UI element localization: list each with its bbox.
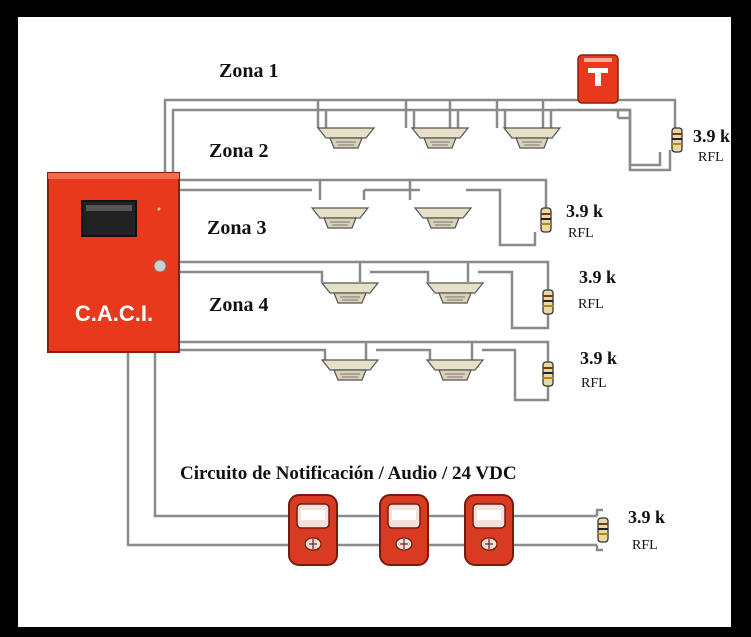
zone-2-eol-value: 3.9 k xyxy=(566,201,604,221)
resistor-icon xyxy=(542,289,554,315)
zone-4-eol-unit: RFL xyxy=(581,376,607,391)
zone-2-label: Zona 2 xyxy=(209,140,269,162)
manual-pull-station-icon xyxy=(577,54,619,104)
zone-3-circuit xyxy=(179,260,550,330)
horn-strobe-icon xyxy=(464,494,514,566)
notification-eol-unit: RFL xyxy=(632,538,658,553)
horn-strobe-icon xyxy=(379,494,429,566)
zone-4-eol-value: 3.9 k xyxy=(580,348,618,368)
notification-circuit-title: Circuito de Notificación / Audio / 24 VD… xyxy=(180,463,517,484)
notification-eol-value: 3.9 k xyxy=(628,507,666,527)
zone-3-label: Zona 3 xyxy=(207,217,267,239)
notification-circuit xyxy=(126,352,603,552)
zone-4-circuit xyxy=(179,340,550,402)
zone-3-eol-unit: RFL xyxy=(578,297,604,312)
zone-1-label: Zona 1 xyxy=(219,60,279,82)
control-panel xyxy=(47,172,180,353)
resistor-icon xyxy=(542,361,554,387)
zone-2-eol-unit: RFL xyxy=(568,226,594,241)
resistor-icon xyxy=(671,127,683,153)
zone-1-detectors xyxy=(316,100,553,128)
zone-2-circuit xyxy=(179,178,548,247)
zone-1-eol-unit: RFL xyxy=(698,150,724,165)
zone-1-circuit xyxy=(163,90,677,174)
zone-3-eol-value: 3.9 k xyxy=(579,267,617,287)
zone-4-label: Zona 4 xyxy=(209,294,269,316)
horn-strobe-icon xyxy=(288,494,338,566)
indicator-led-icon xyxy=(153,259,167,273)
resistor-icon xyxy=(540,207,552,233)
resistor-icon xyxy=(597,517,609,543)
zone-1-eol-value: 3.9 k xyxy=(693,126,731,146)
panel-label: C.A.C.I. xyxy=(74,301,154,326)
